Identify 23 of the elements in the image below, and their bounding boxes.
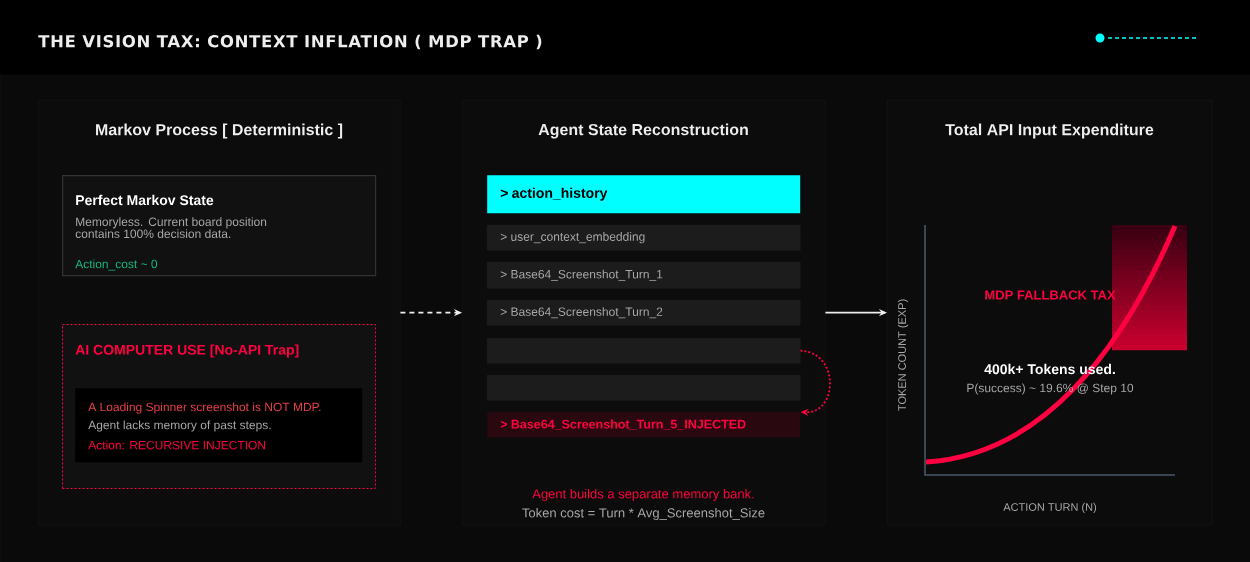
cost-text: Action_cost ~ 0 <box>75 259 158 271</box>
note-text: Token cost = Turn * Avg_Screenshot_Size <box>522 507 765 521</box>
context-row: > user_context_embedding <box>487 225 801 251</box>
panel-title: Agent State Reconstruction <box>538 123 748 139</box>
empty-row <box>487 338 801 364</box>
warning-heading: AI COMPUTER USE [No-API Trap] <box>75 344 299 358</box>
context-row: > Base64_Screenshot_Turn_5_INJECTED <box>487 412 801 438</box>
context-row: > Base64_Screenshot_Turn_1 <box>487 262 801 289</box>
message-text: A Loading Spinner screenshot is NOT MDP. <box>88 402 321 414</box>
axis-title: TOKEN COUNT (EXP) <box>897 299 909 411</box>
card-heading: Perfect Markov State <box>76 194 214 206</box>
card-text: Memoryless. Current board position contains 100% decision data. <box>75 217 267 238</box>
context-row: > action_history <box>487 175 801 214</box>
arrow <box>799 349 831 417</box>
message-text: Agent lacks memory of past steps. <box>88 420 271 432</box>
chart-annotation: MDP FALLBACK TAX <box>985 290 1116 300</box>
message-text: Action: RECURSIVE INJECTION <box>88 440 266 450</box>
context-row: > Base64_Screenshot_Turn_2 <box>487 300 801 326</box>
axis-title: ACTION TURN (N) <box>1003 502 1097 514</box>
panel-title: Total API Input Expenditure <box>945 123 1154 139</box>
panel-title: Markov Process [ Deterministic ] <box>96 123 343 139</box>
note-text: Agent builds a separate memory bank. <box>532 488 754 502</box>
title: THE VISION TAX: CONTEXT INFLATION ( MDP TRAP ) <box>38 34 542 50</box>
